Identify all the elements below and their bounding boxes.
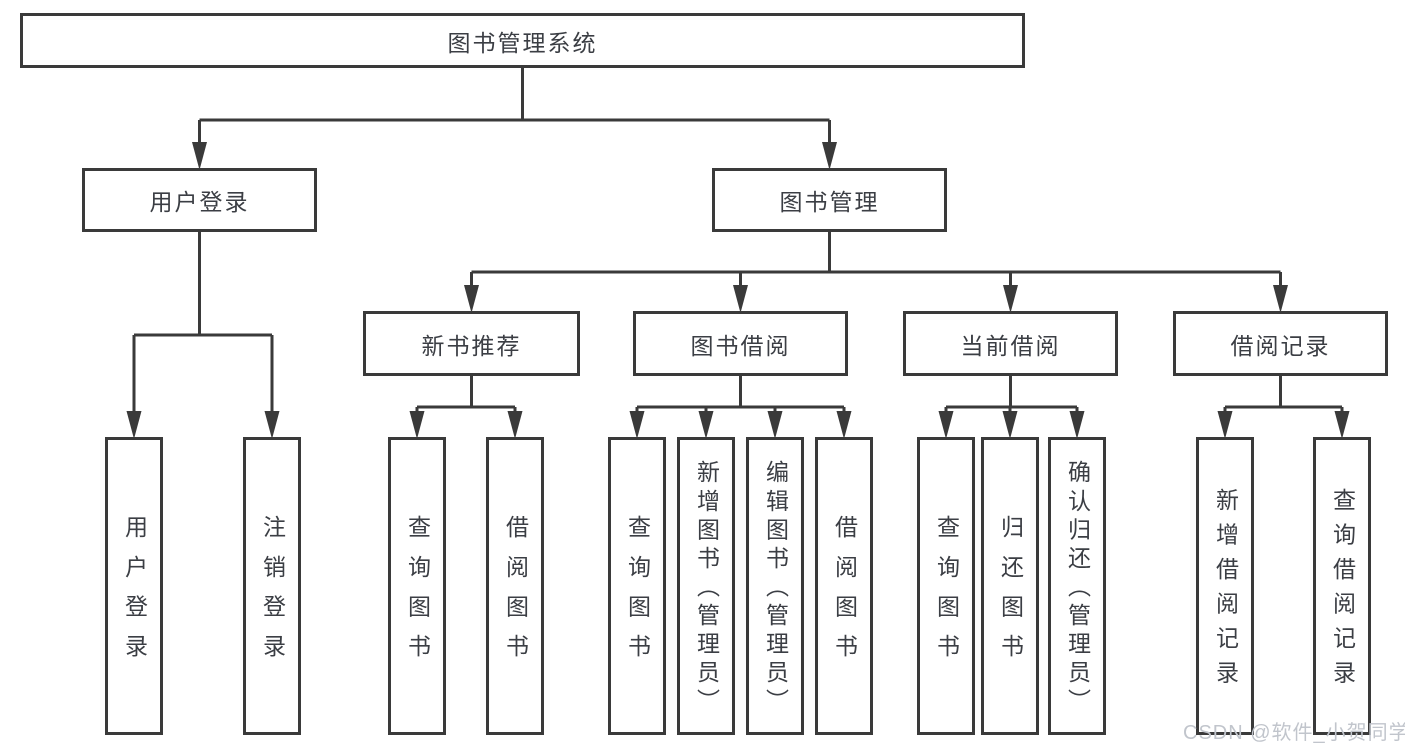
node-user-login: 用户登录	[82, 168, 317, 232]
node-leaf-br-query-record: 查询借阅记录	[1313, 437, 1371, 735]
node-leaf-nbr-borrow-books: 借阅图书	[486, 437, 544, 735]
node-label: 编辑图书（管理员）	[762, 460, 789, 718]
node-label: 归还图书	[997, 515, 1024, 674]
node-label: 确认归还（管理员）	[1064, 460, 1091, 718]
csdn-watermark: CSDN @软件_小贺同学	[1183, 722, 1405, 744]
node-label: 图书管理	[779, 189, 880, 215]
node-label: 借阅图书	[831, 515, 858, 674]
node-leaf-bb-add-books-admin: 新增图书（管理员）	[677, 437, 735, 735]
node-label: 图书管理系统	[447, 29, 598, 56]
node-leaf-br-add-record: 新增借阅记录	[1196, 437, 1254, 735]
node-label: 借阅记录	[1230, 332, 1331, 359]
node-label: 查询图书	[404, 515, 431, 674]
node-label: 新增借阅记录	[1212, 488, 1239, 696]
node-label: 用户登录	[149, 189, 250, 215]
node-label: 当前借阅	[960, 332, 1061, 359]
node-label: 图书借阅	[690, 332, 791, 359]
node-label: 查询借阅记录	[1329, 488, 1356, 696]
node-label: 借阅图书	[502, 515, 529, 674]
node-leaf-bb-query-books: 查询图书	[608, 437, 666, 735]
node-label: 查询图书	[624, 515, 651, 674]
node-leaf-logout: 注销登录	[243, 437, 301, 735]
node-current-borrow: 当前借阅	[903, 311, 1118, 376]
node-leaf-bb-edit-books-admin: 编辑图书（管理员）	[746, 437, 804, 735]
node-label: 查询图书	[933, 515, 960, 674]
node-book-borrow: 图书借阅	[633, 311, 848, 376]
node-book-mgmt: 图书管理	[712, 168, 947, 232]
node-leaf-cb-confirm-return-admin: 确认归还（管理员）	[1048, 437, 1106, 735]
node-new-book-recommend: 新书推荐	[363, 311, 580, 376]
node-leaf-cb-return-books: 归还图书	[981, 437, 1039, 735]
node-label: 新增图书（管理员）	[693, 460, 720, 718]
node-leaf-cb-query-books: 查询图书	[917, 437, 975, 735]
node-root: 图书管理系统	[20, 13, 1025, 68]
node-label: 注销登录	[259, 515, 286, 674]
node-borrow-records: 借阅记录	[1173, 311, 1388, 376]
node-label: 新书推荐	[421, 332, 522, 359]
node-leaf-nbr-query-books: 查询图书	[388, 437, 446, 735]
node-leaf-user-login: 用户登录	[105, 437, 163, 735]
node-label: 用户登录	[121, 515, 148, 674]
node-leaf-bb-borrow-books: 借阅图书	[815, 437, 873, 735]
